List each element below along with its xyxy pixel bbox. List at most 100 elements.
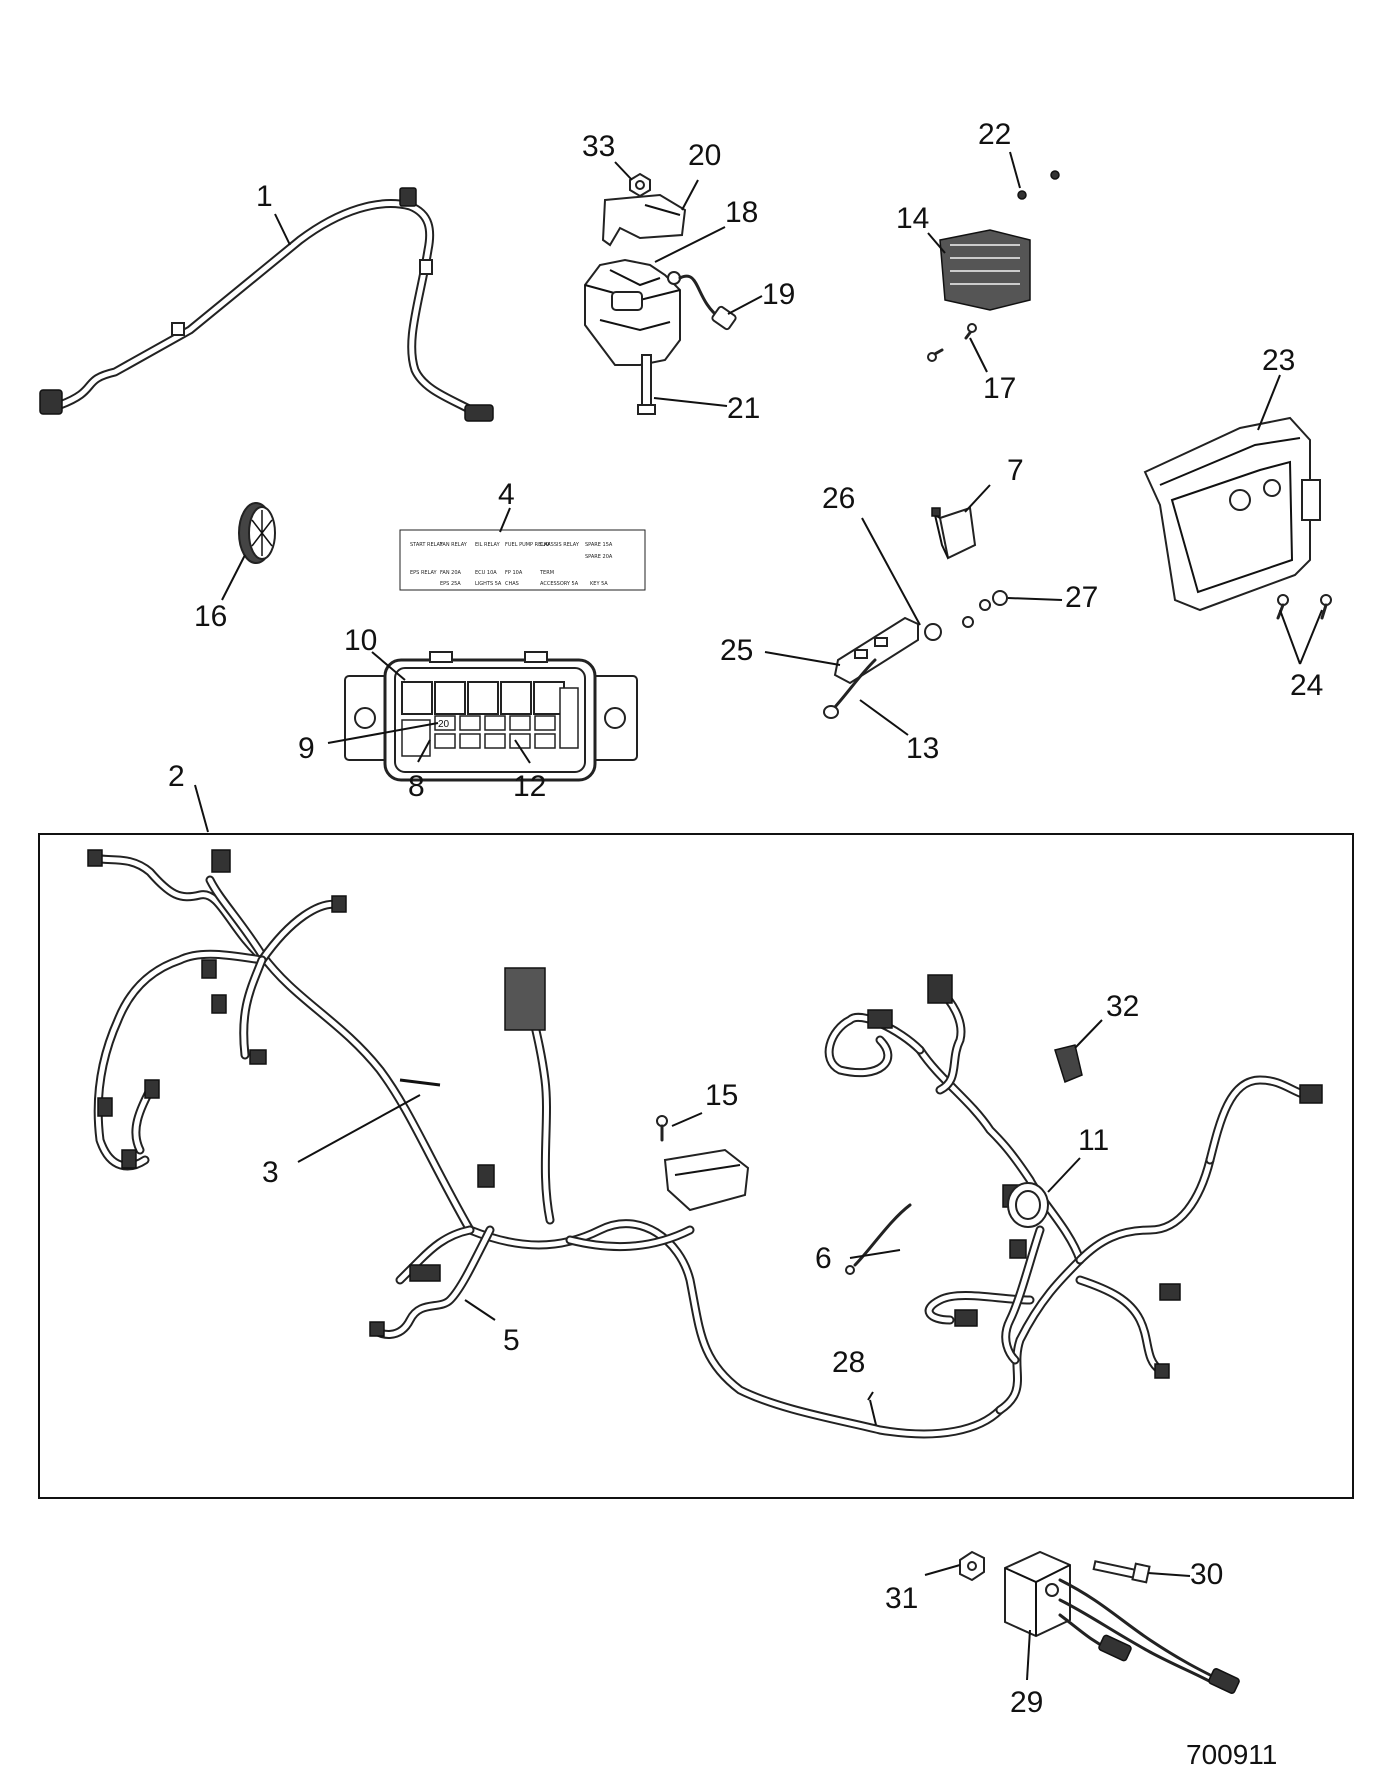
callout-27: 27 xyxy=(1065,581,1098,614)
decal-label: SPARE 15A xyxy=(585,542,613,548)
decal-label: START RELAY xyxy=(410,542,444,548)
callout-31: 31 xyxy=(885,1582,918,1615)
callout-25: 25 xyxy=(720,634,753,667)
callout-32: 32 xyxy=(1106,990,1139,1023)
callout-2: 2 xyxy=(168,760,185,793)
connector-icon xyxy=(331,895,347,913)
connector-icon xyxy=(121,1149,137,1169)
connector-icon xyxy=(87,849,103,867)
callout-14: 14 xyxy=(896,202,929,235)
callout-18: 18 xyxy=(725,196,758,229)
callout-12: 12 xyxy=(513,770,546,803)
part-23-ecu xyxy=(1143,416,1321,612)
figure-number: 700911 xyxy=(1186,1739,1277,1770)
part-19-ground-lead xyxy=(667,271,737,331)
connector-icon xyxy=(1159,1283,1181,1301)
connector-icon xyxy=(97,1097,113,1117)
part-32-connector xyxy=(1054,1044,1083,1084)
connector-icon xyxy=(39,389,63,415)
callout-numbers: 1 2 3 4 5 6 7 8 9 10 11 12 13 14 15 16 1… xyxy=(168,118,1323,1719)
part-7-relay xyxy=(931,506,977,560)
part-31-nut xyxy=(959,1550,985,1582)
callout-33: 33 xyxy=(582,130,615,163)
part-22-rivets xyxy=(1017,170,1060,200)
connector-icon xyxy=(1098,1634,1132,1662)
decal-label: FP 10A xyxy=(505,570,523,576)
part-25-bracket xyxy=(833,616,919,685)
part-17-screws xyxy=(927,323,977,362)
callout-24: 24 xyxy=(1290,669,1323,702)
decal-label: TERM xyxy=(539,570,554,576)
fuse-slot-label: 20 xyxy=(438,719,450,730)
callout-23: 23 xyxy=(1262,344,1295,377)
callout-10: 10 xyxy=(344,624,377,657)
part-16-grommet xyxy=(238,502,276,564)
decal-label: FAN RELAY xyxy=(440,542,468,548)
connector-icon xyxy=(201,959,217,979)
part-26-stud xyxy=(924,616,974,641)
connector-icon xyxy=(954,1309,978,1327)
callout-6: 6 xyxy=(815,1242,832,1275)
callout-19: 19 xyxy=(762,278,795,311)
connector-icon xyxy=(477,1164,495,1188)
connector-icon xyxy=(927,974,953,1004)
callout-11: 11 xyxy=(1078,1124,1109,1157)
part-18-coil xyxy=(584,258,681,366)
decal-label: ACCESSORY 5A xyxy=(540,581,579,587)
callout-15: 15 xyxy=(705,1079,738,1112)
part-33-nut xyxy=(629,172,651,198)
decal-label: LIGHTS 5A xyxy=(475,581,502,587)
connector-icon xyxy=(211,994,227,1014)
decal-label: EIL RELAY xyxy=(475,542,501,548)
callout-22: 22 xyxy=(978,118,1011,151)
part-21-bolt xyxy=(637,354,656,415)
connector-icon xyxy=(867,1009,893,1029)
part-1-harness xyxy=(39,187,494,422)
decal-label: SPARE 20A xyxy=(585,554,613,560)
callout-21: 21 xyxy=(727,392,760,425)
decal-label: EPS RELAY xyxy=(410,570,438,576)
callout-30: 30 xyxy=(1190,1558,1223,1591)
decal-label: FUEL PUMP RELAY xyxy=(505,542,551,548)
part-29-resistor-harness xyxy=(1004,1550,1240,1694)
connector-icon xyxy=(399,187,417,207)
callout-29: 29 xyxy=(1010,1686,1043,1719)
ecu-connector-icon xyxy=(504,967,546,1031)
connector-icon xyxy=(1154,1363,1170,1379)
decal-label: KEY 5A xyxy=(590,581,608,587)
connector-icon xyxy=(464,404,494,422)
decal-label: CHASSIS RELAY xyxy=(540,542,580,548)
callout-4: 4 xyxy=(498,478,515,511)
connector-icon xyxy=(1208,1668,1240,1694)
part-24-screws xyxy=(1276,594,1332,620)
callout-26: 26 xyxy=(822,482,855,515)
connector-icon xyxy=(1299,1084,1323,1104)
decal-label: CHAS xyxy=(505,581,519,587)
part-15-screw xyxy=(656,1115,668,1142)
callout-1: 1 xyxy=(256,180,273,213)
connector-icon xyxy=(249,1049,267,1065)
part-20-bracket xyxy=(601,193,687,247)
leader-lines xyxy=(194,151,1323,1681)
fuse-block-icon xyxy=(663,1148,750,1212)
callout-17: 17 xyxy=(983,372,1016,405)
decal-label: ECU 10A xyxy=(475,570,497,576)
decal-label: EPS 25A xyxy=(440,581,461,587)
part-2-main-harness xyxy=(87,849,1323,1439)
callout-13: 13 xyxy=(906,732,939,765)
part-10-fuse-box: 20 xyxy=(344,651,638,782)
connector-icon xyxy=(409,1264,441,1282)
callout-16: 16 xyxy=(194,600,227,633)
connector-icon xyxy=(369,1321,385,1337)
connector-icon xyxy=(144,1079,160,1099)
callout-20: 20 xyxy=(688,139,721,172)
callout-8: 8 xyxy=(408,770,425,803)
part-27-nuts xyxy=(979,590,1008,611)
part-14-regulator xyxy=(939,229,1031,311)
callout-9: 9 xyxy=(298,732,315,765)
part-13-lead xyxy=(823,658,877,719)
callout-5: 5 xyxy=(503,1324,520,1357)
part-4-fuse-decal: START RELAY FAN RELAY EIL RELAY FUEL PUM… xyxy=(399,529,646,591)
callout-7: 7 xyxy=(1007,454,1024,487)
